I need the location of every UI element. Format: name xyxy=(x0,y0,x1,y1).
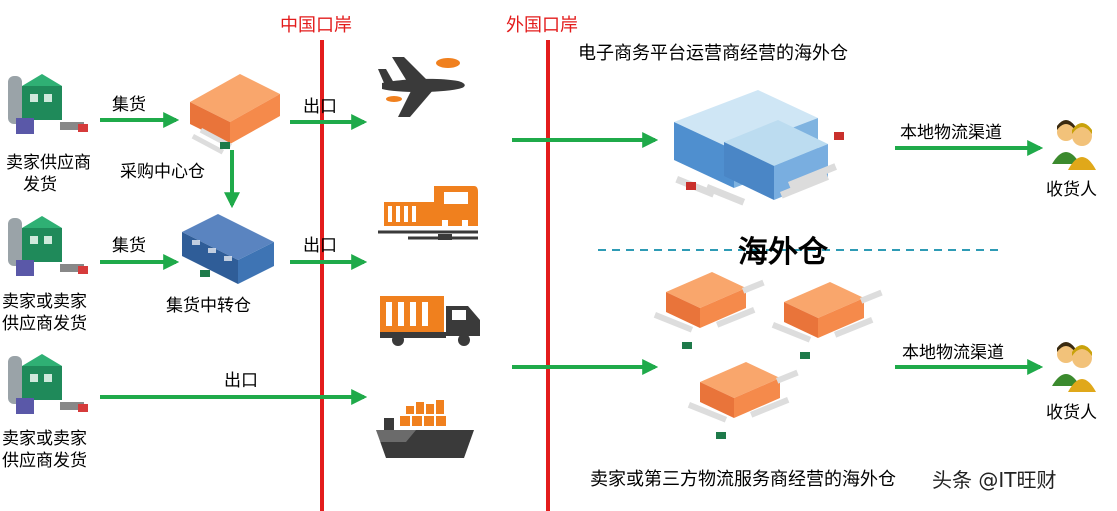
purchase-center-label: 采购中心仓 xyxy=(120,162,205,182)
train-icon xyxy=(378,186,478,240)
purchase-center-warehouse-icon xyxy=(190,74,280,155)
seller-2-label-line2: 供应商发货 xyxy=(2,314,87,334)
watermark: 头条 @IT旺财 xyxy=(930,468,1059,492)
seller-1-label-line1: 卖家供应商 xyxy=(6,153,91,173)
ship-icon xyxy=(376,400,474,458)
receiver-people-icon xyxy=(1052,120,1096,170)
consolidation-hub-icon xyxy=(182,214,274,284)
local-logistics-label-1: 本地物流渠道 xyxy=(900,123,1002,143)
platform-operator-label: 电子商务平台运营商经营的海外仓 xyxy=(578,43,848,64)
seller-3-label-line1: 卖家或卖家 xyxy=(2,429,87,449)
consolidation-hub-label: 集货中转仓 xyxy=(166,296,251,316)
third-party-warehouse-icon xyxy=(653,272,765,349)
foreign-port-label: 外国口岸 xyxy=(506,15,578,36)
export-label-1: 出口 xyxy=(303,97,337,117)
third-party-warehouse-icon xyxy=(771,282,883,359)
airplane-icon xyxy=(378,57,465,117)
truck-icon xyxy=(380,296,480,346)
overseas-warehouse-title: 海外仓 xyxy=(738,235,828,270)
china-port-label: 中国口岸 xyxy=(280,15,352,36)
third-party-warehouse-icon xyxy=(687,362,799,439)
collect-label-1: 集货 xyxy=(112,95,146,115)
receiver-label-1: 收货人 xyxy=(1046,180,1097,200)
third-party-operator-label: 卖家或第三方物流服务商经营的海外仓 xyxy=(590,469,896,490)
seller-2-label-line1: 卖家或卖家 xyxy=(2,292,87,312)
seller-factory-icon xyxy=(8,74,88,134)
export-label-2: 出口 xyxy=(303,236,337,256)
collect-label-2: 集货 xyxy=(112,236,146,256)
receiver-label-2: 收货人 xyxy=(1046,403,1097,423)
seller-factory-icon xyxy=(8,216,88,276)
platform-overseas-warehouse-icon xyxy=(674,90,844,206)
receiver-people-icon xyxy=(1052,342,1096,392)
seller-factory-icon xyxy=(8,354,88,414)
seller-3-label-line2: 供应商发货 xyxy=(2,451,87,471)
export-label-3: 出口 xyxy=(224,371,258,391)
seller-1-label-line2: 发货 xyxy=(23,175,57,195)
local-logistics-label-2: 本地物流渠道 xyxy=(902,343,1004,363)
